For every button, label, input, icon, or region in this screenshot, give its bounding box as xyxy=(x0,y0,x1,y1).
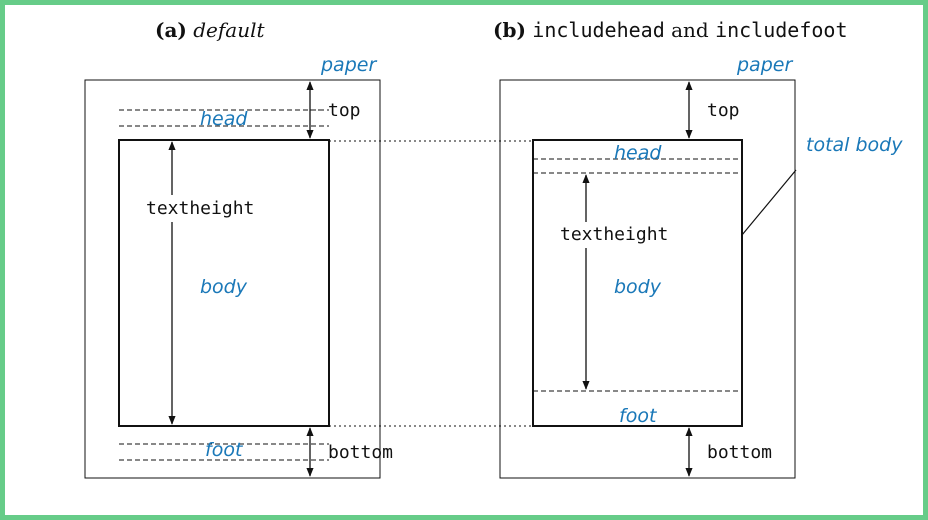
right-totalbody-rect xyxy=(532,139,743,427)
right-head-label: head xyxy=(614,142,662,164)
right-textheight-label: textheight xyxy=(560,224,668,245)
right-body-label: body xyxy=(614,276,662,298)
left-paper-rect xyxy=(84,79,381,479)
right-paper-label: paper xyxy=(736,54,793,76)
right-top-label: top xyxy=(707,100,740,121)
caption-b-connector: and xyxy=(671,18,709,42)
caption-a-label: (a) xyxy=(155,18,187,42)
left-bottom-label: bottom xyxy=(328,442,393,463)
right-foot-label: foot xyxy=(619,405,658,427)
right-bottom-label: bottom xyxy=(707,442,772,463)
left-foot-label: foot xyxy=(205,439,244,461)
caption-b-second: includefoot xyxy=(715,18,848,42)
total-body-leader xyxy=(741,169,797,236)
left-paper-label: paper xyxy=(320,54,377,76)
caption-b: (b) includehead and includefoot xyxy=(493,18,848,42)
left-textheight-label: textheight xyxy=(146,198,254,219)
left-body-label: body xyxy=(200,276,248,298)
left-head-label: head xyxy=(200,108,248,130)
caption-b-first: includehead xyxy=(532,18,665,42)
right-paper-rect xyxy=(499,79,796,479)
caption-b-label: (b) xyxy=(493,18,526,42)
right-total-body-label: total body xyxy=(806,134,903,156)
left-body-rect xyxy=(118,139,330,427)
caption-a: (a) default xyxy=(155,18,265,42)
left-top-label: top xyxy=(328,100,361,121)
caption-a-name: default xyxy=(193,18,265,42)
